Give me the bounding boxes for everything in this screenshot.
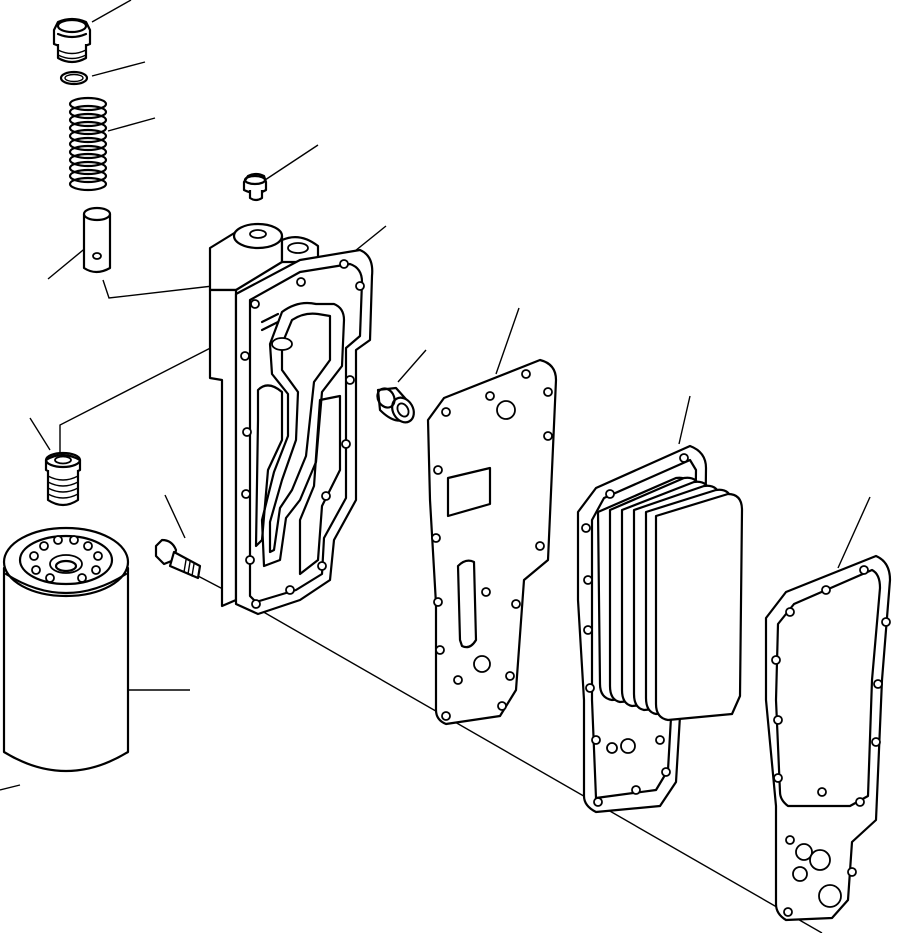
gasket-1-part	[426, 358, 558, 726]
plug-part	[52, 17, 92, 64]
long-bolt-part	[154, 538, 202, 580]
oil-filter-part	[2, 526, 130, 773]
filter-nipple-part	[44, 451, 82, 507]
spring-part	[68, 96, 108, 192]
fitting-part	[376, 386, 415, 424]
small-bolt-part	[242, 172, 268, 202]
valve-piston-part	[82, 206, 112, 274]
housing-part	[208, 222, 374, 616]
oil-cooler-part	[576, 444, 744, 814]
gasket-2-part	[764, 554, 892, 922]
o-ring-part	[59, 70, 89, 86]
